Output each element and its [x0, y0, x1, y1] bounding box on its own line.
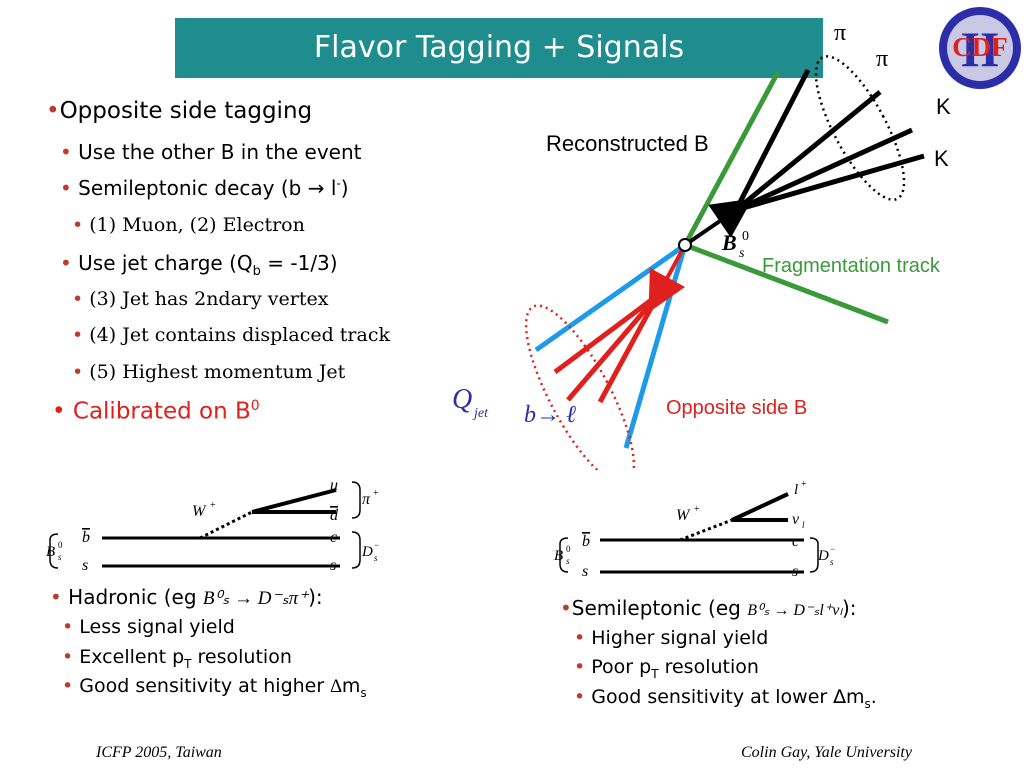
kaon-track-1 [734, 127, 914, 213]
fragmentation-track-label: Fragmentation track [762, 255, 941, 277]
s-quark-label-left: s [582, 563, 588, 580]
svg-text:l: l [802, 520, 805, 530]
hadronic-item-sensitivity: • Good sensitivity at higher ∆ms [62, 675, 367, 700]
s-quark-label-right: s [330, 557, 336, 574]
bs-label: B [721, 230, 737, 255]
pi-label-2: π [876, 46, 888, 72]
k-label-1: K [936, 94, 951, 119]
blue-track-left [534, 242, 687, 353]
footer-left: ICFP 2005, Taiwan [96, 744, 222, 761]
bullet-jet-charge: • Use jet charge (Qb = -1/3) [60, 251, 338, 279]
hadronic-heading: • Hadronic (eg B⁰ₛ → D⁻ₛπ⁺): [50, 585, 323, 609]
bullet-highest-momentum: • (5) Highest momentum Jet [72, 361, 346, 383]
pi-plus-label: π [362, 491, 371, 508]
q-jet-label: Q [452, 384, 472, 415]
jet-ellipse [524, 304, 636, 470]
bullet-semileptonic-decay: • Semileptonic decay (b → l-) [60, 176, 349, 200]
c-quark-label: c [792, 533, 799, 550]
svg-text:s: s [374, 553, 378, 563]
footer-right: Colin Gay, Yale University [741, 744, 912, 761]
w-label: W [192, 503, 207, 520]
svg-text:+: + [210, 500, 216, 511]
bbar-quark-label: b [82, 529, 90, 546]
svg-text:+: + [801, 479, 807, 490]
logo-text: CDF [952, 32, 1008, 62]
red-jet-track-2 [566, 293, 660, 402]
ds-meson-label: D [361, 544, 373, 560]
semileptonic-item-yield: • Higher signal yield [574, 627, 769, 649]
bullet-other-b: • Use the other B in the event [60, 140, 362, 164]
reconstructed-b-label: Reconstructed B [546, 131, 709, 156]
bs-sup: 0 [742, 229, 749, 244]
semileptonic-heading: •Semileptonic (eg B⁰ₛ → D⁻ₛl⁺νₗ): [560, 596, 857, 620]
pi-label-1: π [834, 20, 846, 46]
bullet-muon-electron: • (1) Muon, (2) Electron [72, 214, 305, 236]
w-label: W [676, 507, 691, 524]
red-jet-track-1 [553, 292, 660, 375]
svg-text:+: + [373, 488, 379, 499]
neutrino-label: ν [792, 511, 800, 528]
bs-meson-label: B [554, 548, 563, 564]
reconstructed-b-ellipse [814, 55, 906, 201]
svg-text:0: 0 [58, 540, 63, 550]
bullet-displaced-track: • (4) Jet contains displaced track [72, 324, 390, 346]
dbar-quark-label: d [330, 507, 339, 524]
bullet-secondary-vertex: • (3) Jet has 2ndary vertex [72, 288, 329, 310]
k-label-2: K [934, 146, 949, 171]
green-track-upper [682, 70, 781, 247]
svg-text:s: s [830, 557, 834, 567]
opposite-b-flight [648, 244, 687, 313]
svg-text:−: − [830, 544, 835, 554]
bs-sub: s [739, 246, 745, 261]
hadronic-item-resolution: • Excellent pT resolution [62, 646, 292, 671]
u-quark-label: u [330, 477, 338, 494]
logo-numeral: II [961, 21, 1000, 77]
semileptonic-item-resolution: • Poor pT resolution [574, 656, 759, 681]
q-jet-sub: jet [472, 406, 489, 421]
svg-text:s: s [58, 552, 62, 562]
pion-track-1 [733, 68, 811, 212]
lepton-plus-label: l [794, 482, 798, 498]
reconstructed-b-flight [683, 198, 753, 247]
red-jet-track-3 [597, 293, 661, 404]
bullet-calibrated: • Calibrated on B0 [52, 398, 260, 425]
feynman-semileptonic: W + l + ν l b c s s B s 0 D s − [554, 479, 835, 580]
s-quark-label-right: s [792, 563, 798, 580]
ds-meson-label: D [817, 548, 829, 564]
b-to-l-label: b→ ℓ [524, 402, 576, 428]
bs-meson-label: B [46, 544, 55, 560]
primary-vertex [678, 238, 692, 252]
event-diagram: π π K K Reconstructed B B s 0 Fragmentat… [452, 20, 951, 470]
opposite-side-b-label: Opposite side B [666, 397, 807, 419]
hadronic-formula: B⁰ₛ → D⁻ₛπ⁺ [202, 588, 309, 609]
cdf-logo: II CDF [939, 7, 1021, 89]
semileptonic-formula: B⁰ₛ → D⁻ₛl⁺νₗ [747, 602, 842, 619]
title-bar: Flavor Tagging + Signals [175, 18, 823, 78]
fragmentation-track-line [684, 242, 889, 325]
slide-title: Flavor Tagging + Signals [313, 30, 685, 65]
c-quark-label: c [330, 529, 337, 546]
svg-text:−: − [374, 540, 379, 550]
svg-text:0: 0 [566, 544, 571, 554]
pion-track-2 [734, 90, 882, 212]
svg-text:s: s [566, 556, 570, 566]
feynman-hadronic: W + u d π + b c s s B s 0 D s − [46, 477, 379, 574]
semileptonic-item-sensitivity: • Good sensitivity at lower ∆ms. [574, 686, 877, 711]
s-quark-label-left: s [82, 557, 88, 574]
kaon-track-2 [735, 153, 925, 213]
svg-text:+: + [694, 504, 700, 515]
hadronic-item-yield: • Less signal yield [62, 616, 235, 638]
bullet-opposite-side-tagging: •Opposite side tagging [46, 98, 313, 124]
bbar-quark-label: b [582, 533, 590, 550]
